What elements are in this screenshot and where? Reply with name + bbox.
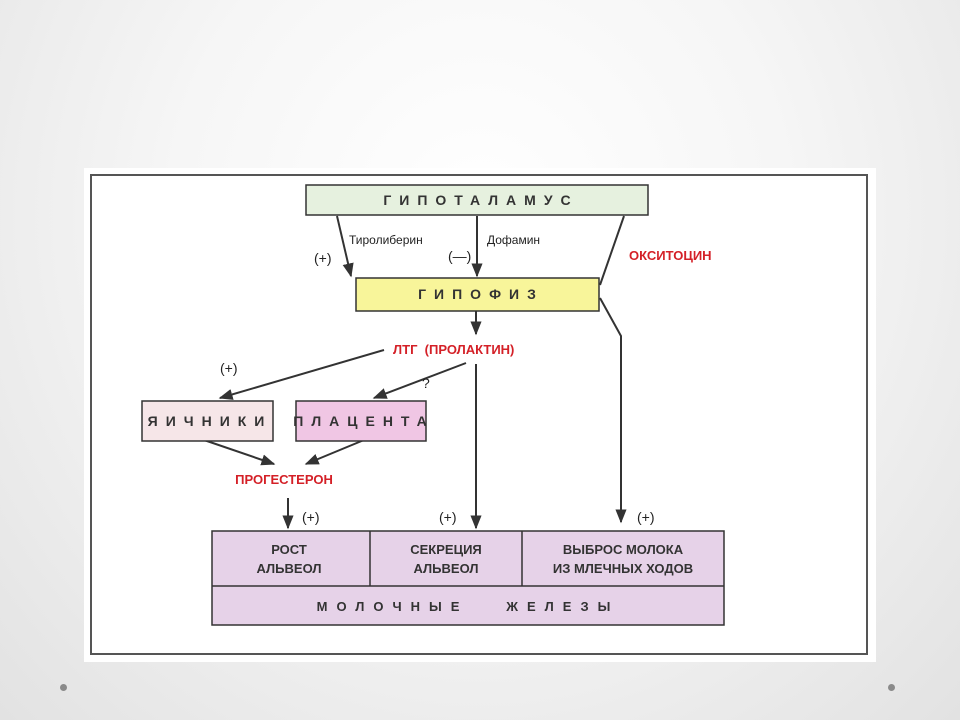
thyroliberin-label: Тиролиберин: [349, 233, 423, 247]
ovaries-label: ЯИЧНИКИ: [148, 413, 273, 429]
ltg-to-placenta-arrow: [372, 362, 467, 399]
placenta-to-progesterone-arrow: [304, 439, 365, 465]
oxytocin-label: ОКСИТОЦИН: [629, 248, 712, 263]
hormone-regulation-diagram: ГИПОТАЛАМУС Тиролиберин Дофамин (+) (—) …: [84, 168, 876, 662]
ovaries-to-progesterone-arrow: [203, 439, 276, 466]
slide-nav-dot-right: [888, 684, 895, 691]
placenta-question-mark: ?: [422, 375, 430, 391]
cell-milk-ejection-line1: ВЫБРОС МОЛОКА: [563, 542, 684, 557]
cell-alveoli-secretion-line1: СЕКРЕЦИЯ: [410, 542, 482, 557]
hypothalamus-box: [305, 184, 649, 216]
progesterone-label: ПРОГЕСТЕРОН: [235, 472, 333, 487]
cell-alveoli-secretion-line2: АЛЬВЕОЛ: [414, 561, 479, 576]
dopamine-sign: (—): [448, 248, 471, 264]
hypothalamus-label: ГИПОТАЛАМУС: [383, 192, 578, 208]
oxytocin-line-upper: [599, 215, 625, 286]
oxytocin-line-lower: [599, 297, 627, 524]
cell-alveoli-growth-line2: АЛЬВЕОЛ: [257, 561, 322, 576]
ltg-prolactin-label: ЛТГ (ПРОЛАКТИН): [393, 342, 514, 357]
mammary-glands-label: МОЛОЧНЫЕ ЖЕЛЕЗЫ: [317, 599, 620, 614]
growth-sign: (+): [302, 509, 320, 525]
cell-alveoli-growth-line1: РОСТ: [271, 542, 307, 557]
cell-milk-ejection-line2: ИЗ МЛЕЧНЫХ ХОДОВ: [553, 561, 693, 576]
secretion-sign: (+): [439, 509, 457, 525]
thyroliberin-arrow: [336, 215, 354, 278]
thyroliberin-sign: (+): [314, 250, 332, 266]
ejection-sign: (+): [637, 509, 655, 525]
ovaries-sign: (+): [220, 360, 238, 376]
hypophysis-box: [355, 277, 600, 312]
ovaries-box: [141, 400, 274, 442]
ltg-to-ovaries-arrow: [218, 349, 385, 400]
placenta-label: ПЛАЦЕНТА: [293, 413, 434, 429]
mammary-table: [211, 530, 725, 626]
placenta-box: [295, 400, 427, 442]
dopamine-label: Дофамин: [487, 233, 540, 247]
slide-nav-dot-left: [60, 684, 67, 691]
hypophysis-label: ГИПОФИЗ: [418, 286, 544, 302]
